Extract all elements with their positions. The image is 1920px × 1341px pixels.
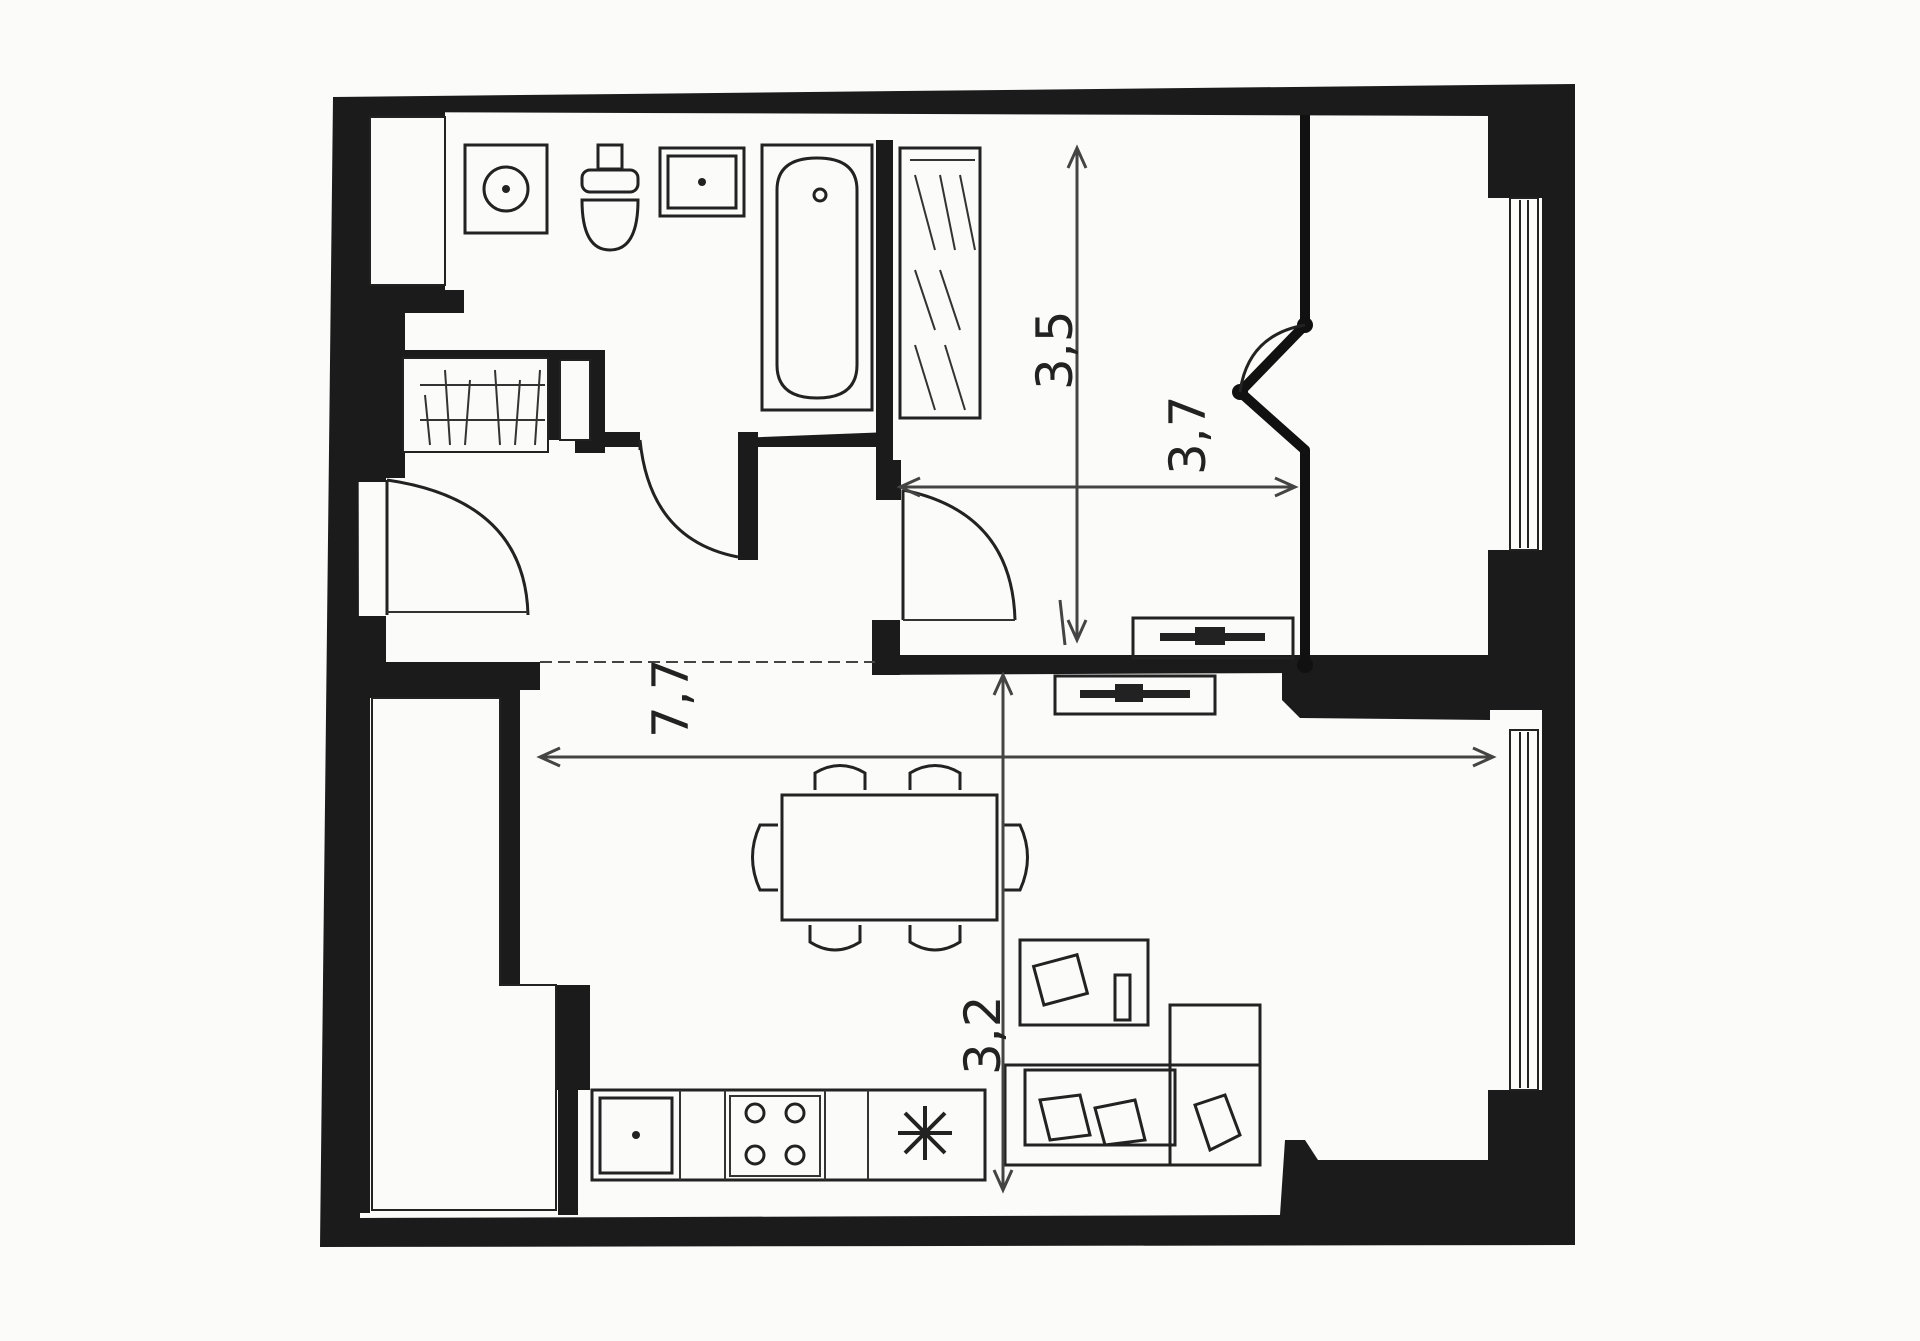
interior-walls bbox=[358, 112, 1490, 1215]
kitchen-counter bbox=[590, 1088, 987, 1182]
kitchen-sink-icon bbox=[598, 1096, 674, 1175]
dimension-lines bbox=[536, 144, 1497, 1194]
bedroom-partition bbox=[1232, 115, 1313, 673]
bathtub-icon bbox=[760, 143, 874, 412]
closet-icon bbox=[420, 369, 545, 446]
washbasin-icon bbox=[463, 143, 549, 235]
sofa-icon bbox=[1003, 1003, 1262, 1167]
window-icon bbox=[1509, 197, 1539, 1091]
refrigerator-icon bbox=[898, 1106, 952, 1160]
stove-icon bbox=[729, 1095, 821, 1177]
tv-stand-icon bbox=[1131, 616, 1295, 660]
chair-icon bbox=[751, 764, 1029, 952]
dining-table-icon bbox=[751, 764, 1029, 952]
sink-icon bbox=[658, 146, 746, 218]
toilet-icon bbox=[580, 143, 640, 252]
door-icon bbox=[385, 439, 1017, 621]
living-width-label: 3,2 bbox=[954, 995, 1012, 1075]
wardrobe-icon bbox=[898, 146, 982, 420]
living-length-label: 7,7 bbox=[642, 658, 700, 738]
bedroom-width-label: 3,7 bbox=[1159, 395, 1217, 475]
coffee-table-icon bbox=[1018, 938, 1150, 1027]
bedroom-length-label: 3,5 bbox=[1026, 310, 1084, 390]
tv-stand-icon bbox=[1053, 674, 1217, 716]
